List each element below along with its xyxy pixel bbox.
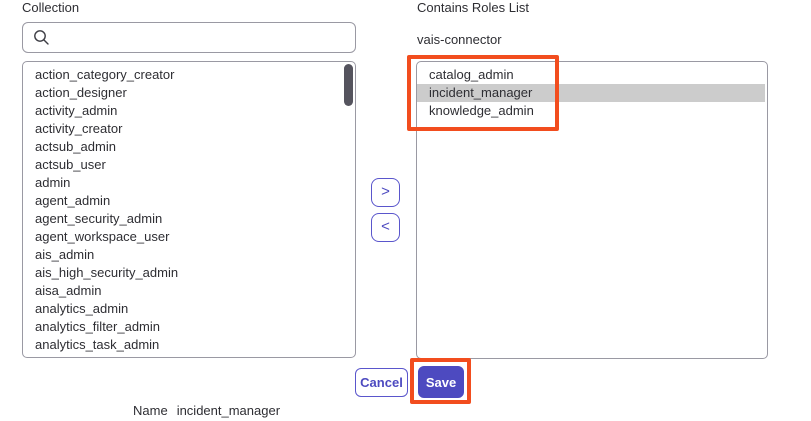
name-label: Name [133, 403, 168, 418]
list-item[interactable]: incident_manager [417, 84, 765, 102]
list-item[interactable]: ais_admin [35, 247, 95, 262]
name-value: incident_manager [176, 403, 281, 418]
move-left-button[interactable]: < [371, 213, 400, 242]
list-item[interactable]: aisa_admin [35, 283, 102, 298]
search-input[interactable] [56, 30, 347, 45]
name-row: Name incident_manager [133, 403, 280, 419]
contains-roles-title: Contains Roles List [417, 0, 529, 15]
list-item[interactable]: catalog_admin [429, 67, 514, 82]
list-item[interactable]: analytics_viewer [23, 354, 355, 357]
list-item[interactable]: action_designer [35, 85, 127, 100]
list-item[interactable]: analytics_task_admin [35, 337, 160, 352]
list-item[interactable]: activity_admin [35, 103, 118, 118]
save-button[interactable]: Save [418, 366, 464, 398]
list-item[interactable]: activity_creator [35, 121, 123, 136]
collection-search[interactable] [22, 22, 356, 53]
list-item[interactable]: actsub_admin [35, 139, 116, 154]
move-right-button[interactable]: > [371, 178, 400, 207]
list-item[interactable]: admin [35, 175, 71, 190]
list-item[interactable]: ais_high_security_admin [35, 265, 179, 280]
collection-title: Collection [22, 0, 80, 15]
scrollbar-thumb[interactable] [344, 64, 353, 106]
role-group-name: vais-connector [417, 32, 502, 47]
list-item[interactable]: agent_admin [35, 193, 111, 208]
list-item[interactable]: actsub_user [35, 157, 106, 172]
cancel-button[interactable]: Cancel [355, 368, 408, 397]
list-item[interactable]: analytics_admin [35, 301, 129, 316]
list-item[interactable]: knowledge_admin [429, 103, 534, 118]
list-item[interactable]: analytics_filter_admin [35, 319, 161, 334]
search-icon [33, 29, 50, 46]
list-item[interactable]: agent_security_admin [35, 211, 163, 226]
list-item[interactable]: action_category_creator [35, 67, 175, 82]
list-item[interactable]: agent_workspace_user [35, 229, 170, 244]
